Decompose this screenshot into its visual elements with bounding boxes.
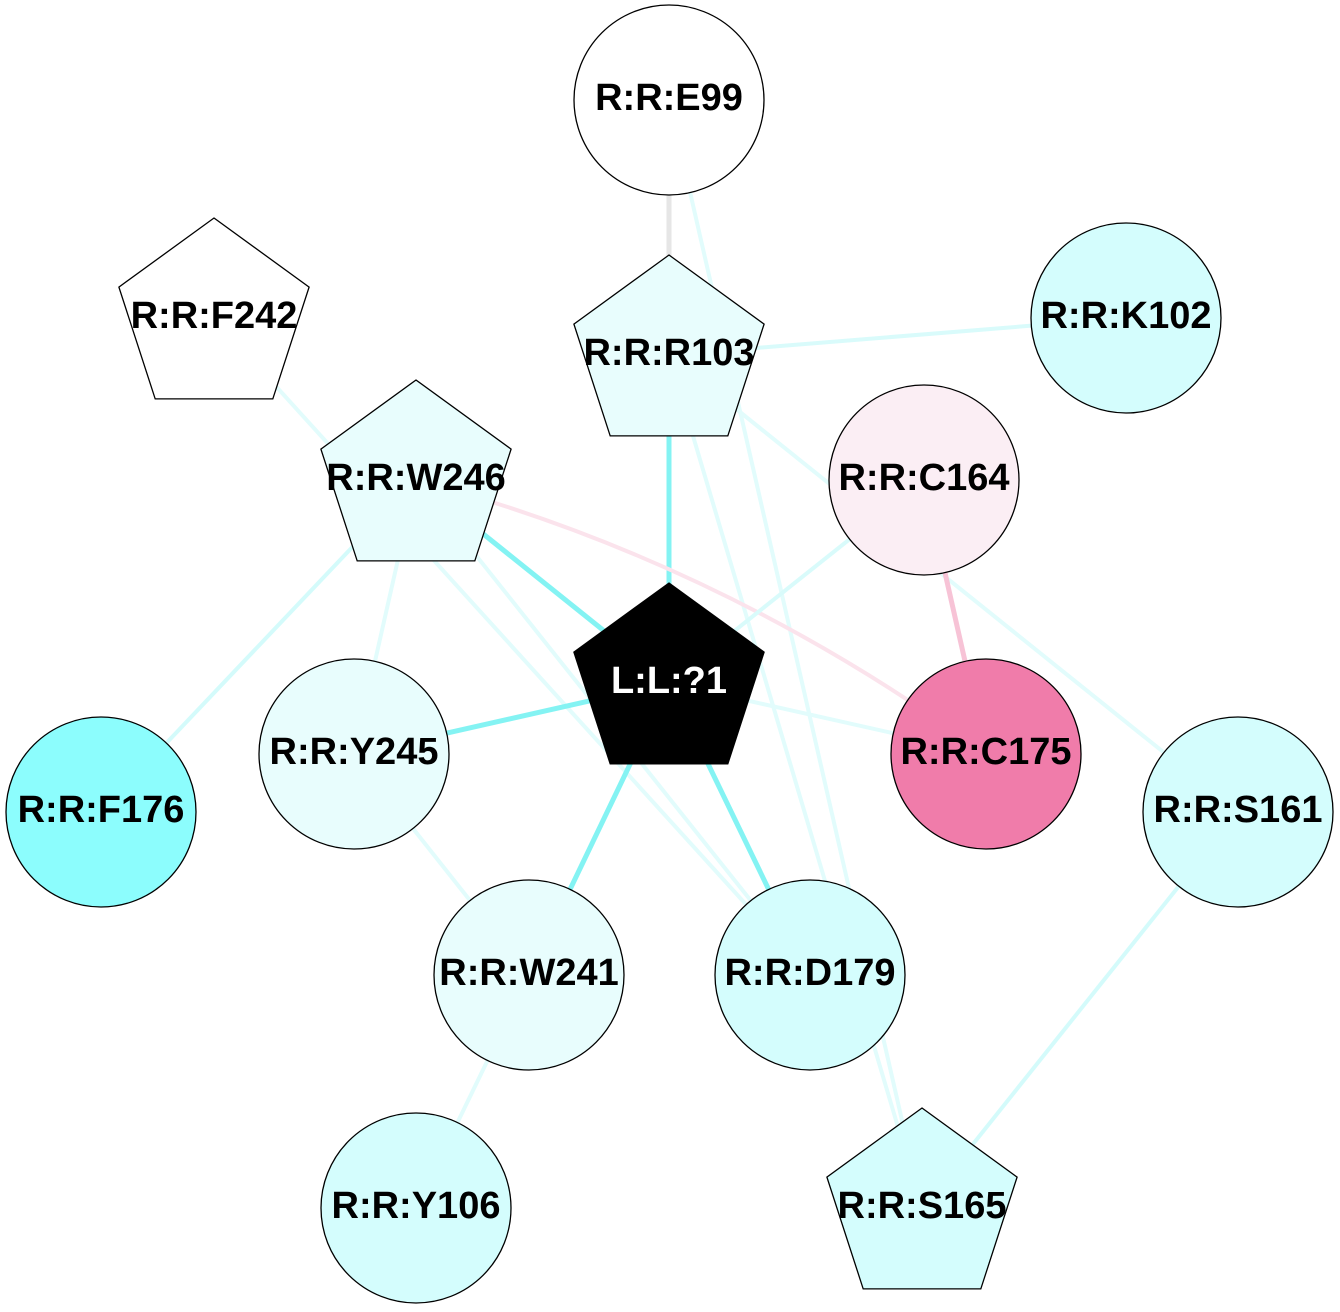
node-label-d179: R:R:D179 [724, 952, 895, 994]
node-label-l1: L:L:?1 [611, 660, 727, 702]
node-shape-c164 [828, 384, 1020, 576]
node-label-c175: R:R:C175 [900, 731, 1071, 773]
node-e99[interactable]: R:R:E99 [573, 4, 765, 196]
edge-r103-s161 [667, 353, 1240, 814]
node-s161[interactable]: R:R:S161 [1142, 716, 1334, 908]
node-c175[interactable]: R:R:C175 [890, 658, 1082, 850]
node-shape-e99 [573, 4, 765, 196]
node-f242[interactable]: R:R:F242 [118, 217, 310, 400]
node-c164[interactable]: R:R:C164 [828, 384, 1020, 576]
node-label-s165: R:R:S165 [838, 1185, 1007, 1227]
node-shape-f176 [5, 716, 197, 908]
node-y106[interactable]: R:R:Y106 [320, 1112, 512, 1304]
node-shape-y245 [258, 658, 450, 850]
node-w241[interactable]: R:R:W241 [433, 879, 625, 1071]
node-label-r103: R:R:R103 [583, 332, 754, 374]
node-shape-d179 [714, 879, 906, 1071]
node-shape-f242 [118, 217, 310, 400]
node-shape-c175 [890, 658, 1082, 850]
node-f176[interactable]: R:R:F176 [5, 716, 197, 908]
node-shape-k102 [1030, 222, 1222, 414]
node-s165[interactable]: R:R:S165 [826, 1107, 1018, 1290]
node-y245[interactable]: R:R:Y245 [258, 658, 450, 850]
node-label-c164: R:R:C164 [838, 457, 1009, 499]
node-label-f242: R:R:F242 [131, 295, 298, 337]
node-label-f176: R:R:F176 [18, 789, 185, 831]
node-shape-l1 [573, 582, 765, 765]
node-l1[interactable]: L:L:?1 [573, 582, 765, 765]
node-k102[interactable]: R:R:K102 [1030, 222, 1222, 414]
node-shape-s165 [826, 1107, 1018, 1290]
edge-f242-d179 [212, 316, 812, 977]
node-shape-w241 [433, 879, 625, 1071]
node-d179[interactable]: R:R:D179 [714, 879, 906, 1071]
node-shape-w246 [320, 379, 512, 562]
node-label-w241: R:R:W241 [439, 952, 618, 994]
node-label-k102: R:R:K102 [1040, 295, 1211, 337]
node-label-s161: R:R:S161 [1154, 789, 1323, 831]
node-label-y245: R:R:Y245 [270, 731, 439, 773]
node-r103[interactable]: R:R:R103 [573, 254, 765, 437]
node-shape-y106 [320, 1112, 512, 1304]
node-w246[interactable]: R:R:W246 [320, 379, 512, 562]
node-shape-r103 [573, 254, 765, 437]
edge-r103-s165 [667, 354, 924, 1209]
node-label-e99: R:R:E99 [595, 77, 743, 119]
node-label-w246: R:R:W246 [326, 457, 505, 499]
node-label-y106: R:R:Y106 [332, 1185, 501, 1227]
node-shape-s161 [1142, 716, 1334, 908]
